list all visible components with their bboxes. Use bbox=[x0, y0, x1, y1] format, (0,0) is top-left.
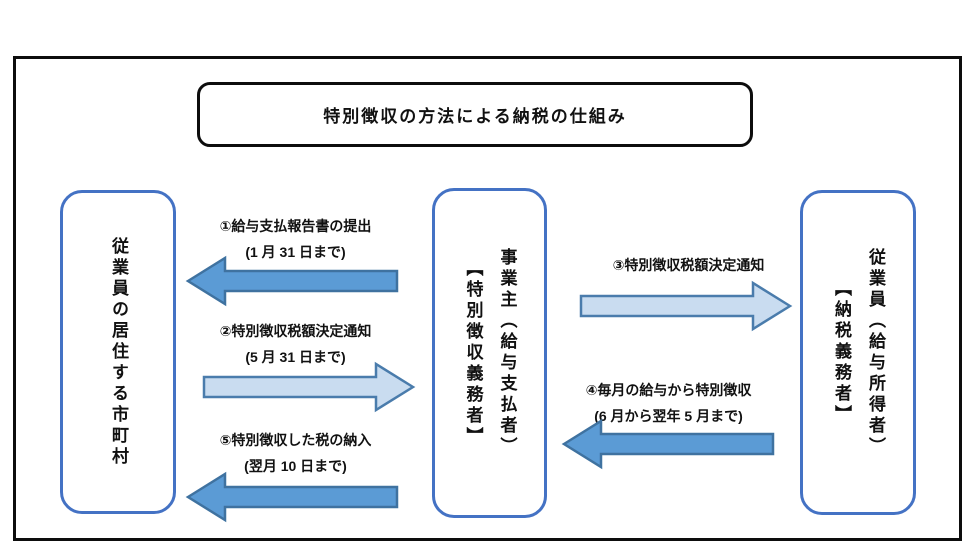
box-employee-line1: 従業員（給与所得者） bbox=[866, 247, 885, 458]
arrow-5-label: ⑤特別徴収した税の納入 (翌月 10 日まで) bbox=[188, 427, 403, 479]
arrow-3-right-icon bbox=[579, 280, 793, 332]
arrow-3-label: ③特別徴収税額決定通知 bbox=[581, 252, 796, 278]
arrow-4-shape bbox=[561, 418, 775, 470]
arrow-5-deadline: (翌月 10 日まで) bbox=[244, 458, 347, 474]
box-municipality: 従業員の居住する市町村 bbox=[60, 190, 176, 514]
box-employer-line2: 【特別徴収義務者】 bbox=[463, 258, 483, 448]
arrow-4-title: ④毎月の給与から特別徴収 bbox=[585, 382, 752, 398]
arrow-2-right-icon bbox=[202, 361, 416, 413]
arrow-2-deadline: (5 月 31 日まで) bbox=[245, 349, 346, 365]
arrow-5-title: ⑤特別徴収した税の納入 bbox=[219, 432, 372, 448]
arrow-4-deadline: (6 月から翌年 5 月まで) bbox=[594, 408, 743, 424]
arrow-1-left-icon bbox=[185, 255, 399, 307]
arrow-4-left-icon bbox=[561, 418, 775, 470]
diagram-title-box: 特別徴収の方法による納税の仕組み bbox=[197, 82, 753, 147]
arrow-3-shape bbox=[579, 280, 793, 332]
arrow-1-shape bbox=[185, 255, 399, 307]
outer-frame bbox=[13, 56, 962, 541]
arrow-2-title: ②特別徴収税額決定通知 bbox=[219, 323, 372, 339]
arrow-2-shape bbox=[202, 361, 416, 413]
diagram-title: 特別徴収の方法による納税の仕組み bbox=[323, 107, 627, 126]
arrow-1-title: ①給与支払報告書の提出 bbox=[219, 218, 372, 234]
box-employer: 事業主（給与支払者） 【特別徴収義務者】 bbox=[432, 188, 547, 518]
arrow-5-left-icon bbox=[185, 471, 399, 523]
arrow-4-label: ④毎月の給与から特別徴収 (6 月から翌年 5 月まで) bbox=[561, 377, 776, 429]
box-employer-label: 事業主（給与支払者） 【特別徴収義務者】 bbox=[456, 248, 524, 458]
box-employee-label: 従業員（給与所得者） 【納税義務者】 bbox=[824, 248, 892, 458]
box-employee-line2: 【納税義務者】 bbox=[832, 279, 851, 426]
arrow-5-shape bbox=[185, 471, 399, 523]
box-municipality-label: 従業員の居住する市町村 bbox=[109, 236, 128, 468]
arrow-2-label: ②特別徴収税額決定通知 (5 月 31 日まで) bbox=[188, 318, 403, 370]
arrow-1-label: ①給与支払報告書の提出 (1 月 31 日まで) bbox=[188, 213, 403, 265]
box-employer-line1: 事業主（給与支払者） bbox=[497, 248, 517, 458]
arrow-1-deadline: (1 月 31 日まで) bbox=[245, 244, 346, 260]
arrow-3-title: ③特別徴収税額決定通知 bbox=[612, 257, 765, 273]
box-employee: 従業員（給与所得者） 【納税義務者】 bbox=[800, 190, 916, 515]
